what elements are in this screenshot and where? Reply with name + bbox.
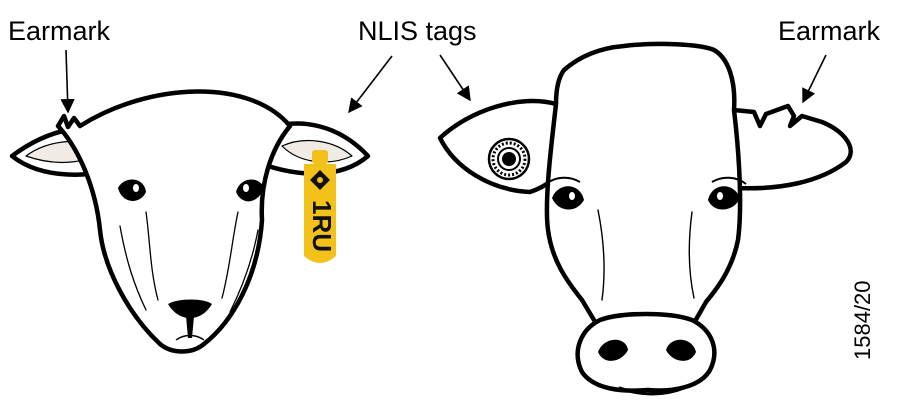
cow-head	[440, 44, 851, 394]
figure-code: 1584/20	[852, 280, 874, 360]
sheep-head-outline	[58, 91, 290, 351]
cow-right-ear	[734, 106, 851, 188]
label-earmark-cow: Earmark	[778, 18, 880, 45]
arrow-earmark-cow	[803, 55, 826, 102]
cow-nlis-tag	[489, 139, 529, 179]
arrow-nlis-cow	[440, 55, 470, 100]
sheep-tag-text: 1RU	[307, 200, 337, 252]
label-earmark-sheep: Earmark	[8, 18, 110, 45]
arrow-nlis-sheep	[349, 56, 392, 112]
cow-head-outline	[547, 44, 740, 330]
sheep-nlis-tag: 1RU	[304, 150, 337, 263]
arrow-earmark-sheep	[66, 50, 68, 112]
label-nlis-tags: NLIS tags	[358, 18, 477, 45]
